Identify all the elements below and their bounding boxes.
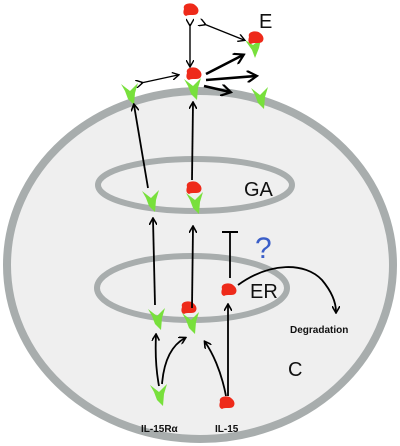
- arrow-golgi-to-membrane-right: [192, 103, 193, 181]
- label-il15: IL-15: [215, 424, 239, 435]
- arrow-receptor-up-to-er: [156, 335, 159, 387]
- arrow-left-bidirectional: [141, 75, 178, 83]
- label-extracellular: E: [259, 11, 272, 33]
- label-il15ra: IL-15Rα: [141, 424, 179, 435]
- label-golgi: GA: [244, 179, 274, 201]
- arrow-golgi-to-membrane-left: [134, 105, 149, 189]
- golgi-apparatus: [95, 156, 295, 214]
- arrow-receptor-curve-to-complex: [161, 338, 185, 385]
- arrow-to-degradation: [237, 266, 336, 312]
- question-mark: ?: [255, 232, 272, 265]
- label-cytoplasm: C: [288, 359, 302, 381]
- arrow-release-right: [205, 76, 256, 80]
- label-degradation: Degradation: [290, 325, 348, 336]
- cell-membrane: [3, 87, 397, 443]
- arrow-top-bidirectional-diagonal: [204, 24, 244, 40]
- arrow-il15-curve-to-complex: [205, 342, 227, 397]
- arrow-er-to-golgi-left: [153, 219, 155, 306]
- label-er: ER: [250, 281, 278, 303]
- free-il15-top: [183, 3, 199, 16]
- arrow-release-up: [205, 55, 243, 76]
- complex-right-top: [245, 31, 264, 58]
- arrow-er-to-golgi-right: [192, 227, 193, 309]
- arrow-release-down: [203, 86, 230, 92]
